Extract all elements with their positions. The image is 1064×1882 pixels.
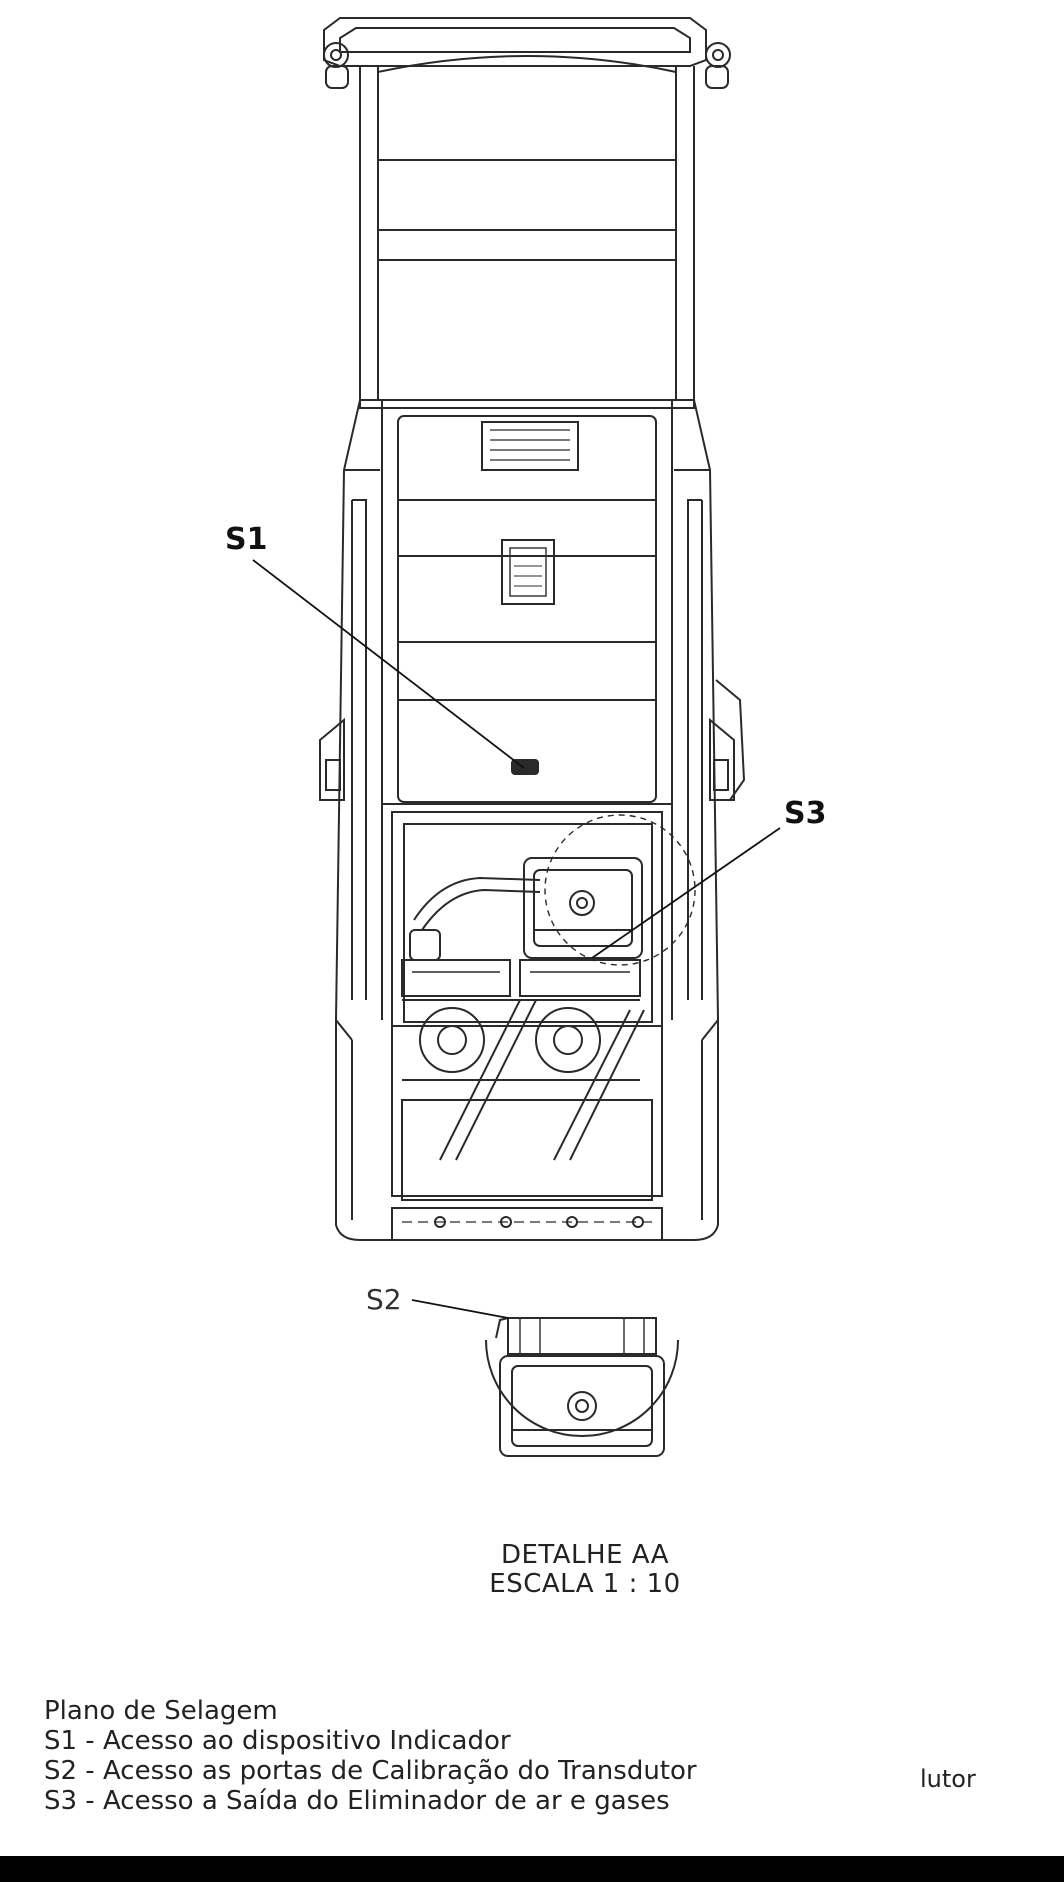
s1-leader-line xyxy=(252,559,525,769)
callout-leaders xyxy=(252,559,781,1319)
display-panel xyxy=(481,421,579,775)
s2-leader-line xyxy=(411,1299,509,1319)
legend-item-s1: S1 - Acesso ao dispositivo Indicador xyxy=(44,1726,511,1756)
detail-scale: ESCALA 1 : 10 xyxy=(489,1569,681,1599)
callout-s1-label: S1 xyxy=(225,522,268,557)
detail-title: DETALHE AA xyxy=(500,1540,670,1570)
stray-text-fragment: lutor xyxy=(920,1765,976,1793)
legend-item-s3: S3 - Acesso a Saída do Eliminador de ar … xyxy=(44,1786,670,1816)
dispenser-cabinet xyxy=(319,399,746,1041)
detail-caption: DETALHE AA ESCALA 1 : 10 xyxy=(440,1541,730,1599)
legend-item-s2: S2 - Acesso as portas de Calibração do T… xyxy=(44,1756,697,1786)
detail-aa-view xyxy=(485,1317,679,1457)
sealing-plan-legend: Plano de Selagem S1 - Acesso ao disposit… xyxy=(44,1696,697,1816)
callout-s2-label: S2 xyxy=(366,1283,402,1316)
hydraulic-compartment xyxy=(391,811,696,1161)
dispenser-mast xyxy=(359,55,695,400)
dispenser-base xyxy=(335,1020,719,1241)
callout-s3-label: S3 xyxy=(784,796,827,831)
bottom-black-bar xyxy=(0,1856,1064,1882)
s3-leader-line xyxy=(591,827,781,959)
legend-title: Plano de Selagem xyxy=(44,1696,278,1726)
top-handle-frame xyxy=(323,17,731,89)
